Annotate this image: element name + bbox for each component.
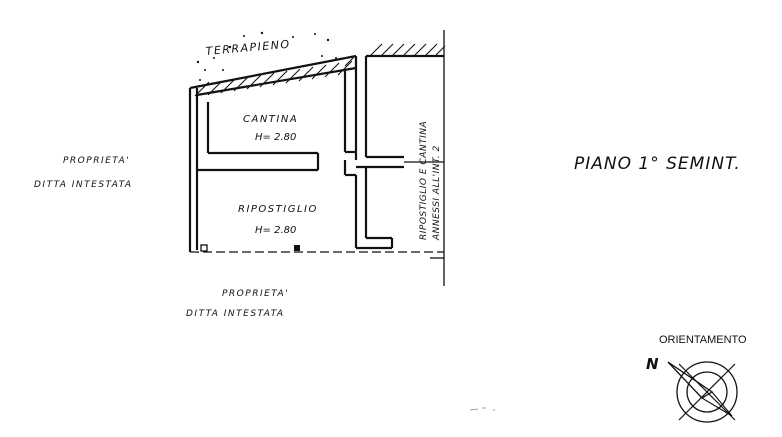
building-walls [188,30,445,286]
bottom-owner-line1: PROPRIETA' [222,289,289,299]
ripostiglio-name-label: RIPOSTIGLIO [238,204,318,215]
bottom-boundary [190,244,444,259]
annessi-label-line2: ANNESSI ALL'INT. 2 [432,145,442,241]
cantina-name-label: CANTINA [243,114,298,125]
north-letter: N [646,355,659,373]
bottom-owner-line2: DITTA INTESTATA [186,309,285,319]
annessi-label-line1: RIPOSTIGLIO E CANTINA [419,121,429,240]
floor-title: PIANO 1° SEMINT. [574,154,741,174]
terrapieno-label: TERRAPIENO [205,38,291,58]
ripostiglio-height-label: H= 2.80 [255,225,296,236]
left-owner-line2: DITTA INTESTATA [34,180,133,190]
orientation-label: ORIENTAMENTO [659,334,747,346]
scan-specks [469,407,495,411]
left-owner-line1: PROPRIETA' [63,156,130,166]
compass-rose-icon [667,361,738,423]
cantina-height-label: H= 2.80 [255,132,296,143]
